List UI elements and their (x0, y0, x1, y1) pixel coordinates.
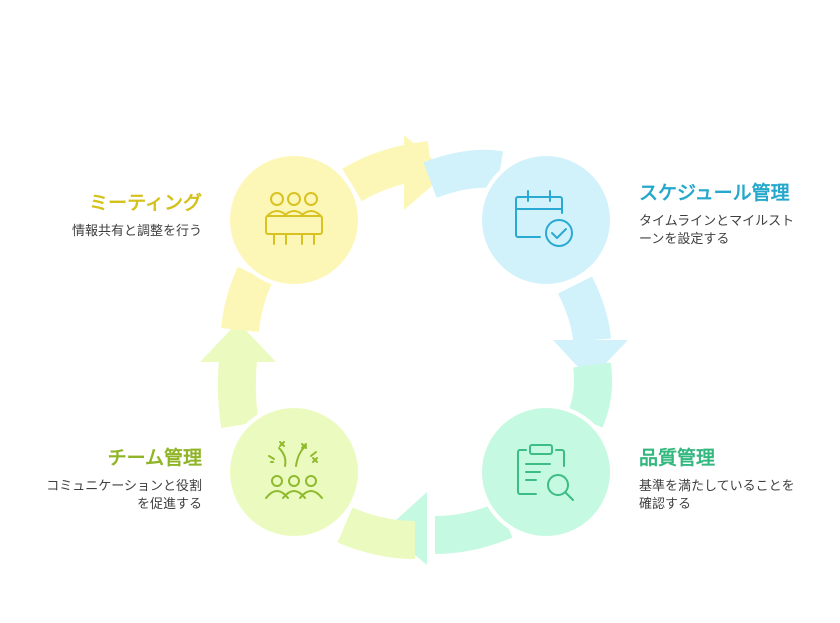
circle-meeting (226, 152, 362, 288)
circle-team (226, 404, 362, 540)
arrow-team-to-meeting-b (221, 266, 273, 333)
stage-description: 情報共有と調整を行う (71, 224, 202, 239)
clipboard-search-icon (517, 444, 574, 501)
stage-description: タイムラインとマイルストーンを設定する (639, 214, 795, 247)
stage-title: チーム管理 (107, 447, 202, 469)
calendar-check-icon (515, 190, 573, 247)
arrow-team-to-meeting (200, 322, 416, 559)
arrow-schedule-to-quality (423, 149, 628, 380)
stage-title: 品質管理 (639, 447, 716, 469)
stage-schedule: スケジュール管理 タイムラインとマイルストーンを設定する (639, 181, 819, 249)
stage-title: スケジュール管理 (639, 182, 790, 204)
circle-schedule (478, 152, 614, 288)
stage-team: チーム管理 コミュニケーションと役割を促進する (20, 446, 202, 514)
stage-title: ミーティング (89, 192, 202, 214)
stage-description: 基準を満たしていることを確認する (639, 479, 795, 512)
stage-description: コミュニケーションと役割を促進する (46, 479, 202, 512)
stage-quality: 品質管理 基準を満たしていることを確認する (639, 446, 819, 514)
arrow-meeting-to-schedule (342, 135, 448, 210)
stage-meeting: ミーティング 情報共有と調整を行う (20, 191, 202, 241)
meeting-team-icon (265, 192, 323, 245)
circle-quality (478, 404, 614, 540)
team-celebration-icon (265, 441, 323, 499)
